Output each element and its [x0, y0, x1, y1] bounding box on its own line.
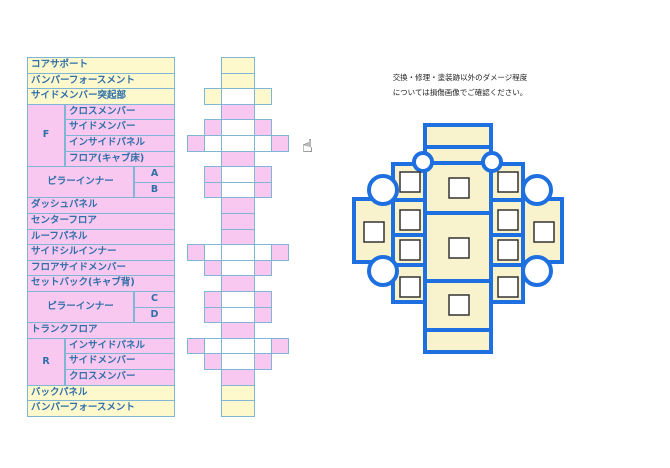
- wheel-circle: [481, 151, 503, 173]
- damage-note: 交換・修理・塗装跡以外のダメージ程度 については損傷画像でご確認ください。: [370, 70, 550, 100]
- grid-cell: [221, 400, 255, 417]
- checkbox[interactable]: [399, 239, 421, 261]
- hand-cursor-icon: ☝: [302, 136, 313, 157]
- checkbox[interactable]: [497, 171, 519, 193]
- wheel-circle: [521, 255, 553, 287]
- checkbox[interactable]: [497, 239, 519, 261]
- table-row: クロスメンバー: [65, 369, 175, 386]
- wheel-circle: [367, 255, 399, 287]
- checkbox[interactable]: [399, 171, 421, 193]
- checkbox[interactable]: [363, 221, 385, 243]
- checkbox[interactable]: [448, 177, 470, 199]
- back-panel: [423, 328, 493, 354]
- checkbox[interactable]: [497, 276, 519, 298]
- checkbox[interactable]: [399, 276, 421, 298]
- table-row: バンパーフォースメント: [27, 400, 175, 417]
- checkbox[interactable]: [448, 294, 470, 316]
- note-line-1: 交換・修理・塗装跡以外のダメージ程度: [392, 73, 528, 82]
- checkbox[interactable]: [533, 221, 555, 243]
- note-line-2: については損傷画像でご確認ください。: [392, 88, 528, 97]
- rear-panel-top: [423, 123, 493, 149]
- pillar-label: ピラーインナー: [27, 166, 134, 199]
- wheel-circle: [367, 174, 399, 206]
- wheel-circle: [521, 174, 553, 206]
- checkbox[interactable]: [497, 209, 519, 231]
- checkbox[interactable]: [399, 209, 421, 231]
- checkbox[interactable]: [448, 237, 470, 259]
- wheel-circle: [412, 151, 434, 173]
